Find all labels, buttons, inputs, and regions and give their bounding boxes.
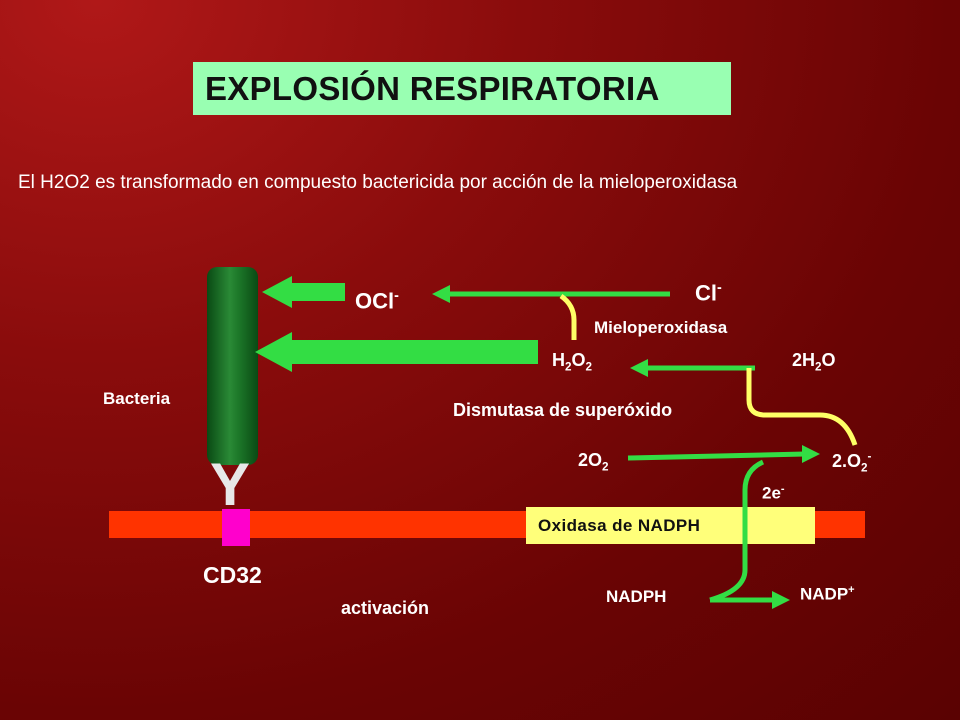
oxidasa-nadph-box: Oxidasa de NADPH [526, 507, 815, 544]
bacteria-label: Bacteria [103, 389, 171, 408]
h2o2-label: H2O2 [552, 350, 593, 374]
activacion-label: activación [341, 598, 430, 618]
mieloperoxidasa-label: Mieloperoxidasa [594, 318, 728, 337]
h2o-label: 2H2O [792, 350, 836, 374]
arrow-o2-to-superoxide [627, 451, 806, 461]
mieloperoxidasa-curve [559, 293, 577, 340]
nadp-label: NADP+ [800, 584, 855, 604]
dismutasa-label: Dismutasa de superóxido [453, 400, 673, 420]
nadph-label: NADPH [606, 587, 667, 606]
electrons-label: 2e- [762, 483, 785, 503]
cd32-label: CD32 [203, 562, 262, 588]
cd32-receptor [222, 509, 250, 546]
ocl-label: OCl- [355, 288, 399, 314]
electron-transfer-curve [709, 459, 765, 603]
antibody-y-shape: Y [210, 451, 251, 518]
arrow-ocl-to-bacteria [262, 276, 345, 308]
cl-label: Cl- [695, 280, 722, 306]
subtitle: El H2O2 es transformado en compuesto bac… [18, 172, 738, 193]
title-box: EXPLOSIÓN RESPIRATORIA [193, 62, 731, 115]
dismutasa-curve [746, 368, 858, 446]
arrow-h2o2-to-bacteria [255, 332, 538, 372]
o2-label: 2O2 [578, 450, 609, 474]
page-title: EXPLOSIÓN RESPIRATORIA [205, 69, 660, 107]
bacteria-shape [207, 267, 258, 465]
oxidasa-label: Oxidasa de NADPH [538, 515, 701, 535]
superoxide-label: 2.O2- [832, 450, 872, 475]
